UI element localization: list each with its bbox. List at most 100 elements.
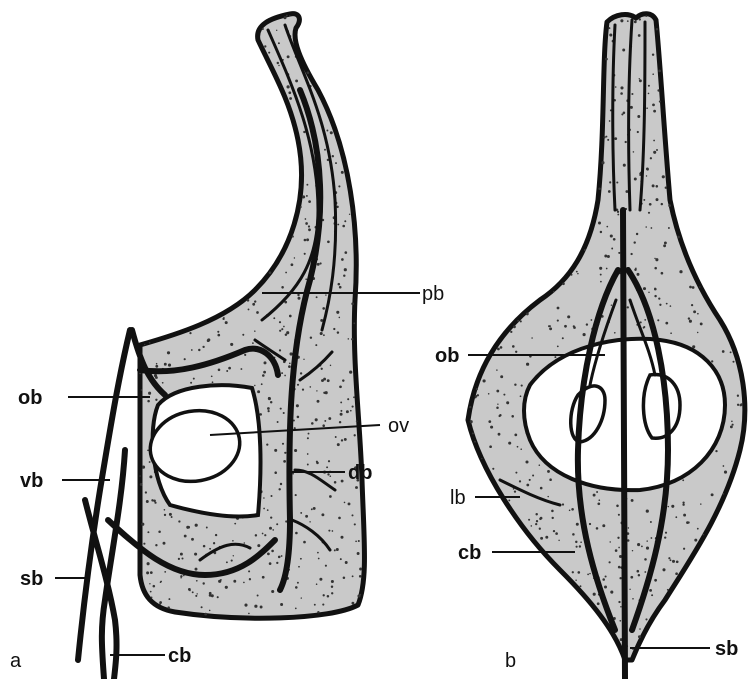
- stipple-dot: [192, 591, 194, 593]
- stipple-dot: [577, 571, 580, 574]
- stipple-dot: [243, 582, 245, 584]
- stipple-dot: [600, 274, 602, 276]
- stipple-dot: [248, 613, 250, 615]
- stipple-dot: [723, 465, 725, 467]
- stipple-dot: [254, 330, 256, 332]
- stipple-dot: [280, 603, 283, 606]
- stipple-dot: [331, 580, 334, 583]
- stipple-dot: [557, 307, 560, 310]
- stipple-dot: [496, 407, 499, 410]
- stipple-dot: [279, 330, 281, 332]
- stipple-dot: [643, 327, 645, 329]
- stipple-dot: [344, 438, 347, 441]
- stipple-dot: [500, 375, 503, 378]
- stipple-dot: [551, 510, 554, 513]
- stipple-dot: [284, 375, 286, 377]
- stipple-dot: [639, 79, 642, 82]
- stipple-dot: [297, 582, 299, 584]
- stipple-dot: [644, 558, 647, 561]
- stipple-dot: [233, 580, 236, 583]
- stipple-dot: [150, 571, 153, 574]
- stipple-dot: [514, 383, 516, 385]
- stipple-dot: [351, 338, 353, 340]
- stipple-dot: [341, 258, 344, 261]
- stipple-dot: [334, 549, 336, 551]
- stipple-dot: [316, 390, 317, 391]
- stipple-dot: [661, 203, 663, 205]
- stipple-dot: [648, 212, 650, 214]
- stipple-dot: [740, 403, 743, 406]
- stipple-dot: [266, 443, 268, 445]
- stipple-dot: [661, 272, 664, 275]
- stipple-dot: [327, 473, 329, 475]
- stipple-dot: [300, 372, 302, 374]
- stipple-dot: [164, 363, 167, 366]
- stipple-dot: [209, 610, 211, 612]
- stipple-dot: [648, 85, 650, 87]
- panel-a: pb ob ov db vb sb cb a: [10, 14, 444, 679]
- stipple-dot: [497, 403, 498, 404]
- panel-b-letter: b: [505, 650, 516, 672]
- stipple-dot: [270, 495, 272, 497]
- stipple-dot: [472, 432, 474, 434]
- stipple-dot: [576, 523, 579, 526]
- stipple-dot: [330, 131, 333, 134]
- stipple-dot: [231, 560, 233, 562]
- stipple-dot: [689, 286, 692, 289]
- stipple-dot: [287, 55, 290, 58]
- stipple-dot: [267, 509, 269, 511]
- panel-b-central-bundle: [623, 210, 625, 679]
- stipple-dot: [614, 137, 617, 140]
- stipple-dot: [329, 495, 332, 498]
- stipple-dot: [142, 466, 145, 469]
- stipple-dot: [688, 317, 690, 319]
- stipple-dot: [526, 312, 529, 315]
- stipple-dot: [575, 541, 577, 543]
- stipple-dot: [668, 506, 669, 507]
- stipple-dot: [328, 417, 331, 420]
- stipple-dot: [573, 326, 576, 329]
- stipple-dot: [283, 326, 285, 328]
- stipple-dot: [474, 441, 476, 443]
- panel-a-label-ov: ov: [388, 415, 409, 437]
- stipple-dot: [305, 278, 307, 280]
- stipple-dot: [148, 392, 151, 395]
- stipple-dot: [225, 586, 228, 589]
- stipple-dot: [547, 470, 550, 473]
- stipple-dot: [191, 349, 193, 351]
- stipple-dot: [634, 21, 637, 24]
- stipple-dot: [510, 331, 512, 333]
- stipple-dot: [248, 570, 250, 572]
- stipple-dot: [646, 510, 649, 513]
- stipple-dot: [637, 543, 640, 546]
- stipple-dot: [355, 540, 357, 542]
- stipple-dot: [144, 344, 145, 345]
- stipple-dot: [209, 548, 211, 550]
- stipple-dot: [547, 496, 548, 497]
- stipple-dot: [269, 271, 272, 274]
- stipple-dot: [352, 575, 354, 577]
- stipple-dot: [304, 253, 306, 255]
- stipple-dot: [490, 426, 493, 429]
- stipple-dot: [355, 486, 358, 489]
- stipple-dot: [670, 559, 672, 561]
- stipple-dot: [500, 346, 503, 349]
- stipple-dot: [151, 499, 153, 501]
- stipple-dot: [295, 494, 297, 496]
- stipple-dot: [667, 589, 669, 591]
- stipple-dot: [164, 509, 166, 511]
- stipple-dot: [535, 513, 537, 515]
- stipple-dot: [337, 224, 339, 226]
- stipple-dot: [621, 113, 623, 115]
- stipple-dot: [338, 517, 341, 520]
- stipple-dot: [606, 268, 608, 270]
- stipple-dot: [324, 420, 326, 422]
- stipple-dot: [297, 416, 300, 419]
- stipple-dot: [656, 28, 658, 30]
- stipple-dot: [244, 542, 246, 544]
- stipple-dot: [618, 514, 620, 516]
- stipple-dot: [634, 268, 636, 270]
- stipple-dot: [564, 325, 567, 328]
- stipple-dot: [496, 390, 499, 393]
- stipple-dot: [682, 503, 684, 505]
